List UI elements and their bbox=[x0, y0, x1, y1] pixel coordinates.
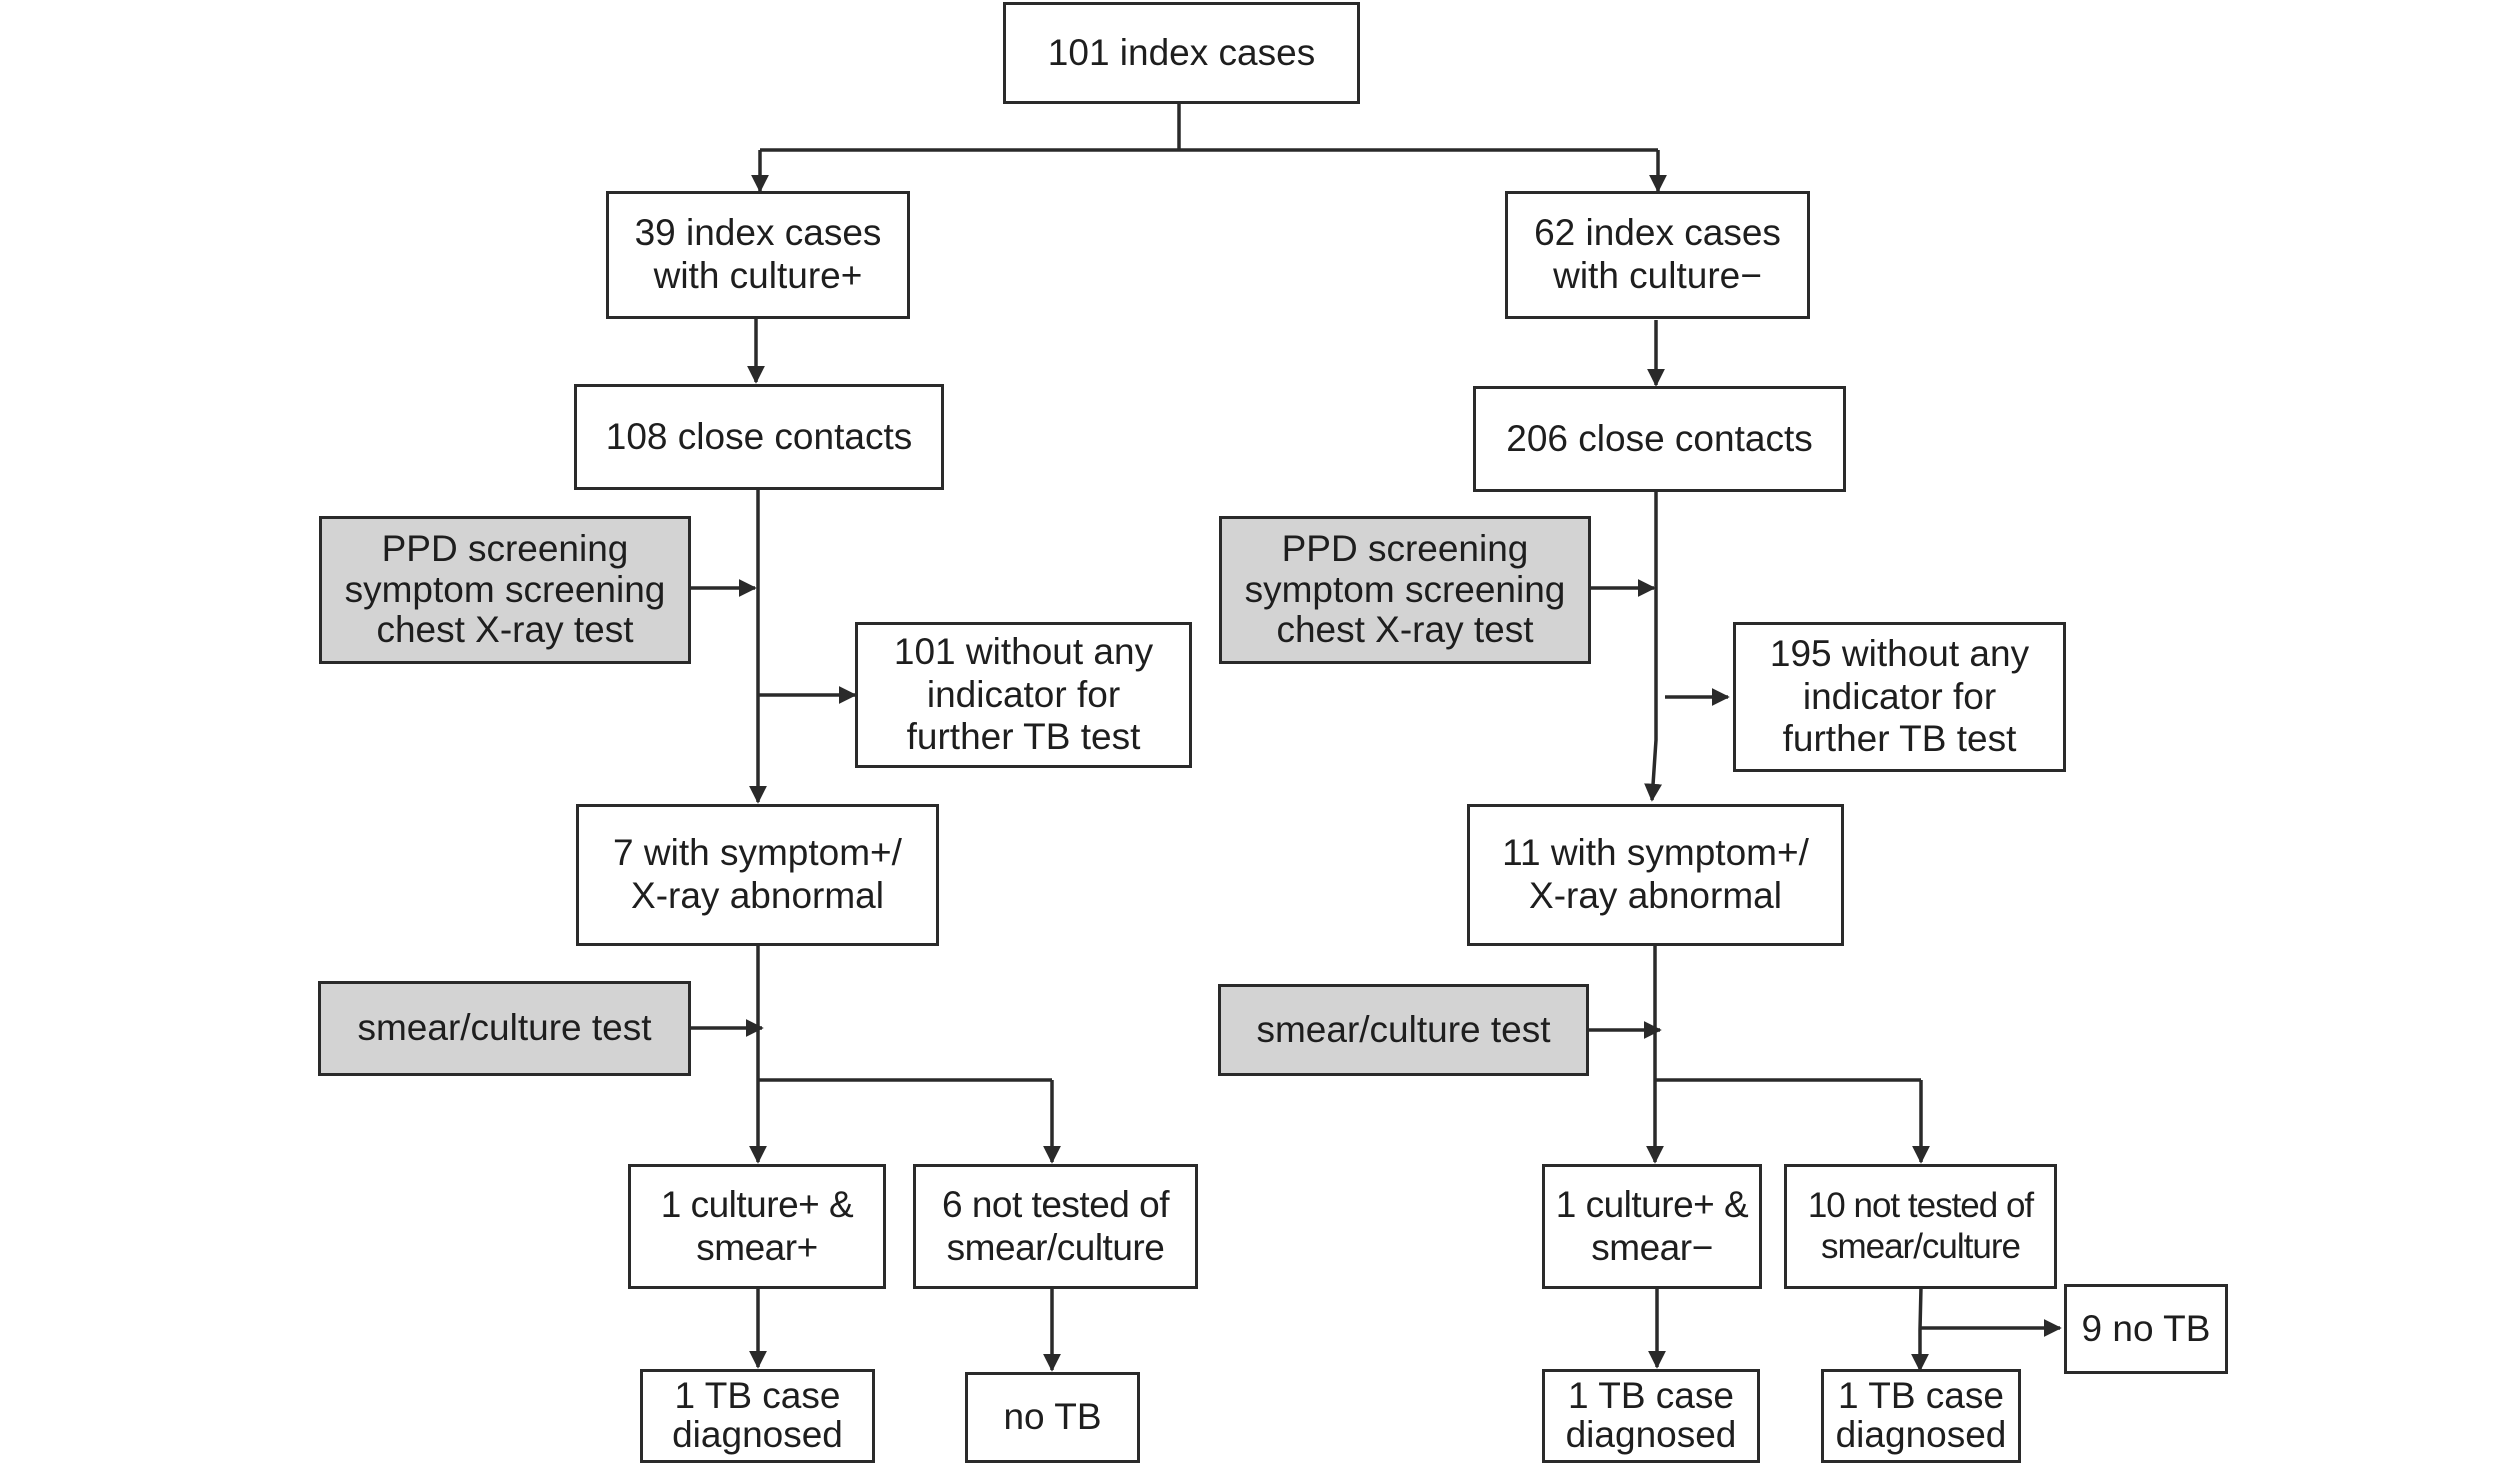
node-text-line: chest X-ray test bbox=[1276, 609, 1534, 651]
node-text-line: further TB test bbox=[906, 716, 1141, 758]
node-root-index-cases: 101 index cases bbox=[1003, 2, 1360, 104]
node-right-tb-case-diagnosed-from-not-tested: 1 TB case diagnosed bbox=[1821, 1369, 2021, 1463]
node-text-line: with culture− bbox=[1553, 255, 1762, 296]
node-left-not-tested: 6 not tested of smear/culture bbox=[913, 1164, 1198, 1289]
node-text-line: 1 TB case bbox=[674, 1375, 841, 1417]
arrow-right-not-tested-to-tb bbox=[1911, 1286, 1929, 1372]
node-left-tb-case-diagnosed: 1 TB case diagnosed bbox=[640, 1369, 875, 1463]
node-text-line: 108 close contacts bbox=[605, 415, 913, 457]
node-text-line: 1 culture+ & bbox=[660, 1183, 854, 1225]
node-text-line: symptom screening bbox=[1244, 568, 1566, 610]
node-text-line: 7 with symptom+/ bbox=[613, 832, 902, 874]
node-text-line: X-ray abnormal bbox=[631, 875, 884, 916]
node-text-line: 101 without any bbox=[893, 631, 1154, 673]
node-text-line: smear− bbox=[1591, 1226, 1713, 1268]
node-right-no-tb: 9 no TB bbox=[2064, 1284, 2228, 1374]
process-right-screening: PPD screening symptom screening chest X-… bbox=[1219, 516, 1591, 664]
node-text-line: 9 no TB bbox=[2081, 1307, 2211, 1349]
node-right-tb-case-diagnosed: 1 TB case diagnosed bbox=[1542, 1369, 1760, 1463]
node-text-line: smear+ bbox=[696, 1226, 818, 1268]
node-text-line: PPD screening bbox=[1281, 527, 1529, 569]
node-text-line: 39 index cases bbox=[634, 212, 882, 254]
node-left-no-tb: no TB bbox=[965, 1372, 1140, 1463]
node-left-symptom-xray: 7 with symptom+/ X-ray abnormal bbox=[576, 804, 939, 946]
node-text-line: no TB bbox=[1003, 1396, 1102, 1438]
node-right-without-indicator: 195 without any indicator for further TB… bbox=[1733, 622, 2066, 772]
node-text-line: 1 TB case bbox=[1568, 1375, 1734, 1417]
node-right-culture-positive-smear-negative: 1 culture+ & smear− bbox=[1542, 1164, 1762, 1289]
process-left-smear-culture-test: smear/culture test bbox=[318, 981, 691, 1076]
node-right-symptom-xray: 11 with symptom+/ X-ray abnormal bbox=[1467, 804, 1844, 946]
node-text-line: 6 not tested of bbox=[941, 1183, 1170, 1225]
node-text-line: with culture+ bbox=[653, 255, 863, 296]
node-text-line: 62 index cases bbox=[1534, 212, 1781, 254]
node-text-line: 1 culture+ & bbox=[1555, 1183, 1749, 1225]
node-text-line: diagnosed bbox=[1565, 1414, 1737, 1455]
node-text-line: 101 index cases bbox=[1047, 31, 1316, 73]
node-text-line: 206 close contacts bbox=[1506, 417, 1813, 459]
node-text-line: further TB test bbox=[1782, 718, 2017, 760]
node-text-line: chest X-ray test bbox=[376, 609, 634, 651]
node-text-line: smear/culture bbox=[946, 1226, 1165, 1268]
node-text-line: PPD screening bbox=[381, 527, 629, 569]
node-text-line: 11 with symptom+/ bbox=[1502, 832, 1809, 874]
node-left-index-culture-positive: 39 index cases with culture+ bbox=[606, 191, 910, 319]
node-text-line: symptom screening bbox=[344, 568, 666, 610]
node-right-index-culture-negative: 62 index cases with culture− bbox=[1505, 191, 1810, 319]
node-right-not-tested: 10 not tested of smear/culture bbox=[1784, 1164, 2057, 1289]
node-left-without-indicator: 101 without any indicator for further TB… bbox=[855, 622, 1192, 768]
node-text-line: 10 not tested of bbox=[1807, 1186, 2034, 1226]
process-left-screening: PPD screening symptom screening chest X-… bbox=[319, 516, 691, 664]
connector-right-contacts-trunk bbox=[1644, 490, 1663, 802]
node-text-line: 195 without any bbox=[1769, 633, 2030, 675]
node-text-line: diagnosed bbox=[672, 1414, 843, 1455]
node-right-close-contacts: 206 close contacts bbox=[1473, 386, 1846, 492]
node-text-line: diagnosed bbox=[1835, 1414, 2007, 1455]
node-text-line: smear/culture test bbox=[357, 1007, 652, 1049]
node-text-line: smear/culture test bbox=[1256, 1008, 1551, 1050]
node-text-line: smear/culture bbox=[1820, 1226, 2021, 1266]
node-text-line: X-ray abnormal bbox=[1529, 875, 1782, 916]
node-left-close-contacts: 108 close contacts bbox=[574, 384, 944, 490]
node-text-line: 1 TB case bbox=[1838, 1375, 2004, 1417]
node-left-culture-positive-smear-positive: 1 culture+ & smear+ bbox=[628, 1164, 886, 1289]
node-text-line: indicator for bbox=[926, 673, 1121, 715]
process-right-smear-culture-test: smear/culture test bbox=[1218, 984, 1589, 1076]
node-text-line: indicator for bbox=[1802, 675, 1997, 717]
